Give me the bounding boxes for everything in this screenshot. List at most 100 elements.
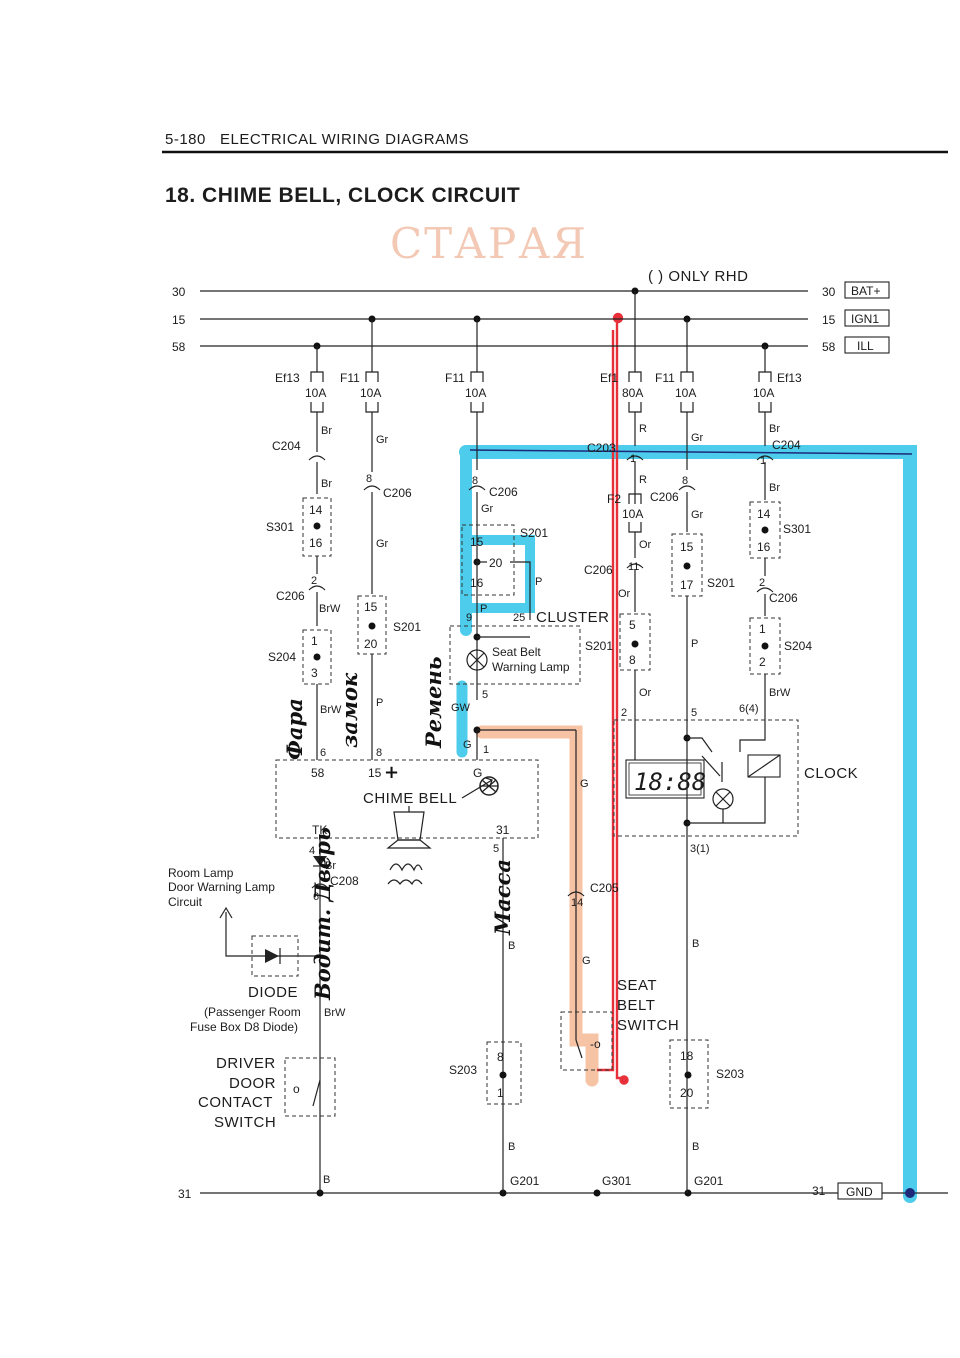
pin-9: 9 — [466, 612, 472, 624]
svg-text:-o: -o — [590, 1037, 601, 1051]
pin-6-4: 6(4) — [739, 703, 759, 715]
seat-belt-switch-label-3: SWITCH — [617, 1017, 679, 1034]
fuse-f11-c: F11 10A — [655, 319, 696, 413]
chime-bell-module: 58 15 G CHIME BELL TK 31 + — [275, 759, 539, 886]
wire-gr: Gr — [691, 432, 704, 444]
conn-s203: S203 — [716, 1067, 744, 1081]
pin-25: 25 — [513, 612, 525, 624]
wire-br: Br — [325, 860, 336, 872]
only-rhd-note: ( ) ONLY RHD — [648, 268, 748, 285]
driver-door-label-4: SWITCH — [214, 1114, 276, 1131]
wire-brw: BrW — [769, 687, 791, 699]
pin-8: 8 — [497, 1050, 504, 1064]
wire-p: P — [480, 603, 487, 615]
pin-3: 3 — [311, 666, 318, 680]
conn-c205: C205 — [590, 881, 619, 895]
rail-right-30: 30 — [822, 285, 836, 299]
pin-8: 8 — [376, 747, 382, 759]
fuse-name: Ef1 — [600, 371, 618, 385]
pin-4: 4 — [309, 845, 315, 857]
wire-gr: Gr — [376, 538, 389, 550]
chime-bell-label: CHIME BELL — [363, 790, 457, 807]
fuse-f2-name: F2 — [607, 492, 621, 506]
cluster-label: CLUSTER — [536, 609, 610, 626]
rail-group: 30 15 58 31 30 BAT+ 15 IGN1 58 ILL 31 GN… — [172, 268, 948, 1201]
wire-br: Br — [321, 425, 332, 437]
section-title: ELECTRICAL WIRING DIAGRAMS — [220, 131, 469, 148]
pin-5: 5 — [482, 689, 488, 701]
wire-p: P — [535, 576, 542, 588]
fuse-name: F11 — [445, 371, 465, 385]
wire-b: B — [323, 1174, 330, 1186]
wire-g: G — [463, 739, 472, 751]
rail-left-58: 58 — [172, 340, 186, 354]
pin-1: 1 — [759, 622, 766, 636]
relay-contact-icon — [701, 755, 721, 777]
tag-box-gnd — [837, 1182, 883, 1200]
wire-br: Br — [321, 478, 332, 490]
wire-or: Or — [618, 588, 631, 600]
pin-31: 31 — [496, 823, 510, 837]
wire-r: R — [639, 474, 647, 486]
fuse-rating: 10A — [675, 386, 696, 400]
pin-11: 11 — [628, 561, 639, 573]
diode-icon — [265, 949, 279, 963]
rail-right-15: 15 — [822, 313, 836, 327]
column-f11-a: Gr 8 C206 Gr 15 20 S201 P 8 — [357, 412, 421, 760]
door-circuit: 4 Br C208 6 Room Lamp Door Warning Lamp … — [168, 838, 359, 1193]
pin-3-1: 3(1) — [690, 843, 710, 855]
fuse-ef13-right: Ef13 10A — [753, 346, 802, 413]
column-ef13-right: Br C204 1 Br 14 16 S301 2 C206 1 2 S204 … — [739, 412, 812, 720]
pin-5: 5 — [629, 618, 636, 632]
wire-or: Or — [639, 687, 652, 699]
wire-p: P — [376, 697, 383, 709]
wire-gr: Gr — [691, 509, 704, 521]
pin-18: 18 — [680, 1049, 694, 1063]
pin-14: 14 — [757, 507, 771, 521]
conn-c206: C206 — [383, 486, 412, 500]
seat-belt-circuit: G C205 14 G -o SEAT BELT SWITCH — [560, 730, 679, 1071]
pin-6: 6 — [320, 747, 326, 759]
wire-or: Or — [639, 539, 652, 551]
pin-g: G — [473, 766, 482, 780]
fuse-rating: 10A — [305, 386, 326, 400]
wire-b: B — [692, 1141, 699, 1153]
hand-note-dveri: Водит. Дверь — [310, 827, 335, 1001]
conn-c206: C206 — [584, 563, 613, 577]
tag-box-ill — [844, 336, 890, 354]
fuse-rating: 10A — [360, 386, 381, 400]
wire-brw: BrW — [324, 1007, 346, 1019]
pin-2: 2 — [311, 575, 317, 587]
blue-pen-line — [469, 449, 913, 455]
diode-note-2: Fuse Box D8 Diode) — [190, 1020, 298, 1034]
pin-15: 15 — [364, 600, 378, 614]
wire-b: B — [508, 940, 515, 952]
conn-c206: C206 — [489, 485, 518, 499]
warning-lamp-icon — [466, 649, 488, 671]
pin-2: 2 — [621, 707, 627, 719]
hand-note-zamok: замок — [337, 672, 362, 748]
tag-box-ign — [844, 309, 890, 327]
wire-gr: Gr — [481, 503, 494, 515]
conn-c203: C203 — [587, 441, 616, 455]
fuse-rating: 80A — [622, 386, 643, 400]
hand-plus: + — [384, 762, 399, 783]
wire-b: B — [508, 1141, 515, 1153]
wire-b: B — [692, 938, 699, 950]
wire-gr: Gr — [376, 434, 389, 446]
wire-br: Br — [769, 423, 780, 435]
fuse-ef1: Ef1 80A — [600, 291, 643, 413]
wire-p: P — [691, 638, 698, 650]
tag-bat: BAT+ — [851, 284, 880, 298]
rail-right-31: 31 — [812, 1184, 826, 1198]
wire-r: R — [639, 423, 647, 435]
clock-display — [625, 759, 705, 799]
door-warning-label: Door Warning Lamp — [168, 880, 275, 894]
tag-ign: IGN1 — [851, 312, 879, 326]
conn-s301: S301 — [266, 520, 294, 534]
fuse-ef13-left: Ef13 10A — [275, 346, 326, 413]
clock-module: CLOCK 18:88 3(1) B 18 20 S203 B G201 — [613, 719, 858, 1193]
seat-belt-switch-icon — [575, 1039, 583, 1059]
conn-s201: S201 — [393, 620, 421, 634]
red-markup — [597, 312, 629, 1085]
